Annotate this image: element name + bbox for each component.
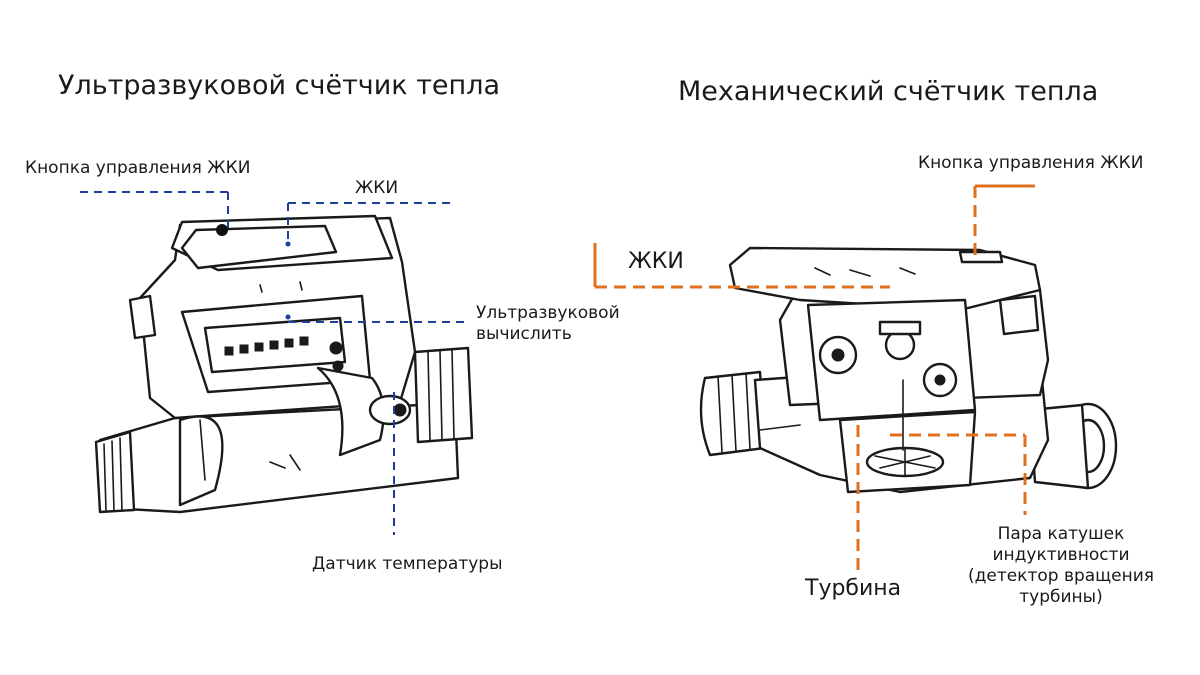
induction-coils-label-line3: (детектор вращения — [967, 566, 1155, 586]
right-counter-drum — [878, 320, 922, 336]
ultrasonic-meter-title: Ультразвуковой счётчик тепла — [58, 70, 500, 101]
left-lcd-window — [180, 224, 338, 270]
induction-coils-label-line4: турбины) — [1019, 587, 1103, 607]
mechanical-meter-drawing — [699, 246, 1118, 494]
left-flow-channel-right — [316, 366, 385, 457]
left-board-components — [224, 336, 309, 356]
induction-coils-label-line2: индуктивности — [992, 545, 1130, 565]
left-pipe-thread-left — [94, 430, 136, 514]
mechanical-lcd-button-label: Кнопка управления ЖКИ — [918, 153, 1144, 173]
left-temperature-sensor — [368, 394, 412, 426]
ultrasonic-leader-lines — [80, 191, 470, 535]
right-gear-2 — [884, 329, 916, 361]
left-flow-channel-left — [178, 415, 224, 507]
ultrasonic-calculator-label-line1: Ультразвуковой — [476, 303, 620, 323]
ultrasonic-meter-drawing — [94, 214, 474, 514]
left-transducer-2 — [332, 360, 344, 372]
induction-coils-label: Пара катушек индуктивности (детектор вра… — [958, 524, 1164, 608]
ultrasonic-lcd-button-label: Кнопка управления ЖКИ — [25, 158, 251, 178]
turbine-label: Турбина — [805, 576, 902, 601]
left-transducer-1 — [329, 341, 343, 355]
left-side-clip — [128, 294, 157, 340]
induction-coils-label-line1: Пара катушек — [997, 524, 1125, 544]
ultrasonic-calculator-label: Ультразвуковой вычислить — [476, 303, 620, 345]
mechanical-lcd-label: ЖКИ — [628, 249, 684, 274]
lcd-button-dot — [216, 224, 228, 236]
left-pipe-thread-right — [413, 346, 474, 444]
ultrasonic-calculator-label-line2: вычислить — [476, 324, 572, 344]
temperature-sensor-label: Датчик температуры — [312, 554, 503, 574]
mechanical-leader-lines — [593, 184, 1035, 570]
mechanical-meter-title: Механический счётчик тепла — [678, 76, 1099, 107]
right-lcd-button — [958, 250, 1004, 264]
ultrasonic-lcd-label: ЖКИ — [355, 178, 399, 198]
right-register-cap — [728, 246, 1042, 312]
